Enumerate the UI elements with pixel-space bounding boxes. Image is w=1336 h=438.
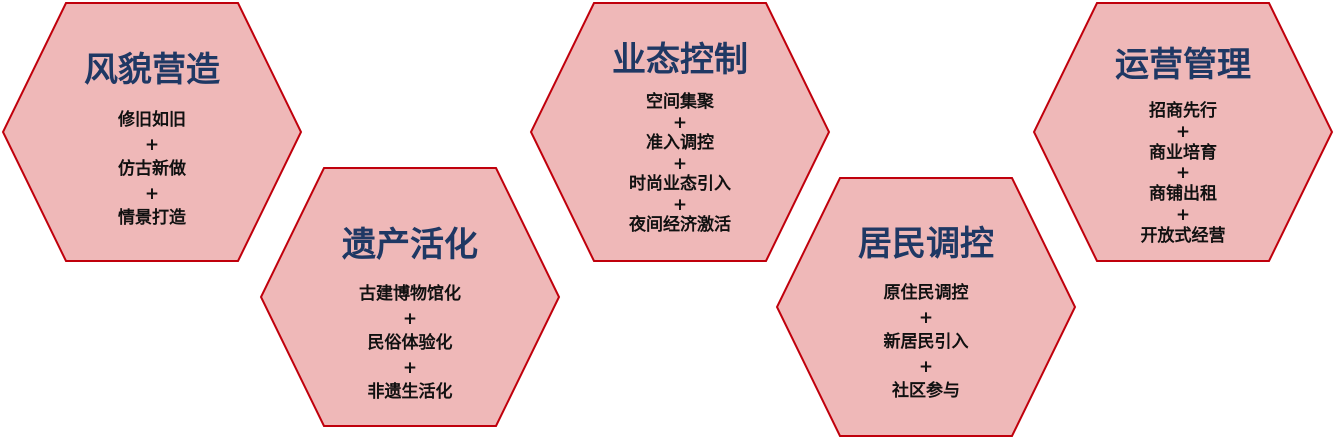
plus-separator: + [1175,204,1191,225]
hexagon-items: 原住民调控 + 新居民引入 + 社区参与 [776,281,1076,404]
hexagon-items: 修旧如旧 + 仿古新做 + 情景打造 [2,108,302,231]
hexagon-items: 招商先行 + 商业培育 + 商铺出租 + 开放式经营 [1033,101,1333,247]
hexagon-shape [259,167,561,427]
hexagon-title: 风貌营造 [84,50,220,90]
plus-separator: + [918,307,934,328]
hexagon-item: 夜间经济激活 [629,215,731,235]
hexagon-item: 开放式经营 [1140,225,1226,246]
hexagon-item: 新居民引入 [883,332,969,352]
hexagon-item: 古建博物馆化 [359,284,461,304]
hexagon-item: 空间集聚 [646,92,714,112]
hexagon-item: 非遗生活化 [367,382,453,402]
plus-separator: + [402,357,418,378]
hexagon-shape [1,2,303,262]
plus-separator: + [918,356,934,377]
hexagon-item: 民俗体验化 [367,333,453,353]
plus-separator: + [144,183,160,204]
hexagon-item: 仿古新做 [118,159,186,179]
hexagon-title: 遗产活化 [342,225,478,265]
hexagon-item: 原住民调控 [883,283,969,303]
hexagon-item: 商业培育 [1149,142,1217,163]
hexagon-item: 情景打造 [118,208,186,228]
hexagon-fengmao: 风貌营造 修旧如旧 + 仿古新做 + 情景打造 [1,2,303,262]
hexagon-title: 业态控制 [612,40,748,80]
hexagon-items: 古建博物馆化 + 民俗体验化 + 非遗生活化 [260,282,560,405]
plus-separator: + [672,153,688,174]
hexagon-item: 修旧如旧 [118,110,186,130]
hexagon-jumin: 居民调控 原住民调控 + 新居民引入 + 社区参与 [775,177,1077,437]
plus-separator: + [144,134,160,155]
hexagon-shape [529,2,831,262]
plus-separator: + [1175,163,1191,184]
hexagon-shape [775,177,1077,437]
plus-separator: + [672,194,688,215]
plus-separator: + [672,112,688,133]
hexagon-yunying: 运营管理 招商先行 + 商业培育 + 商铺出租 + 开放式经营 [1032,2,1334,262]
hexagon-item: 商铺出租 [1149,184,1217,205]
hexagon-yetai: 业态控制 空间集聚 + 准入调控 + 时尚业态引入 + 夜间经济激活 [529,2,831,262]
hexagon-items: 空间集聚 + 准入调控 + 时尚业态引入 + 夜间经济激活 [530,92,830,236]
hexagon-yichan: 遗产活化 古建博物馆化 + 民俗体验化 + 非遗生活化 [259,167,561,427]
hexagon-title: 运营管理 [1115,45,1251,85]
hexagon-title: 居民调控 [858,224,994,264]
hexagon-item: 时尚业态引入 [629,174,731,194]
hexagon-item: 准入调控 [646,133,714,153]
hexagon-item: 招商先行 [1149,101,1217,121]
plus-separator: + [402,308,418,329]
hexagon-item: 社区参与 [892,381,960,401]
hexagon-shape [1032,2,1334,262]
plus-separator: + [1175,121,1191,142]
